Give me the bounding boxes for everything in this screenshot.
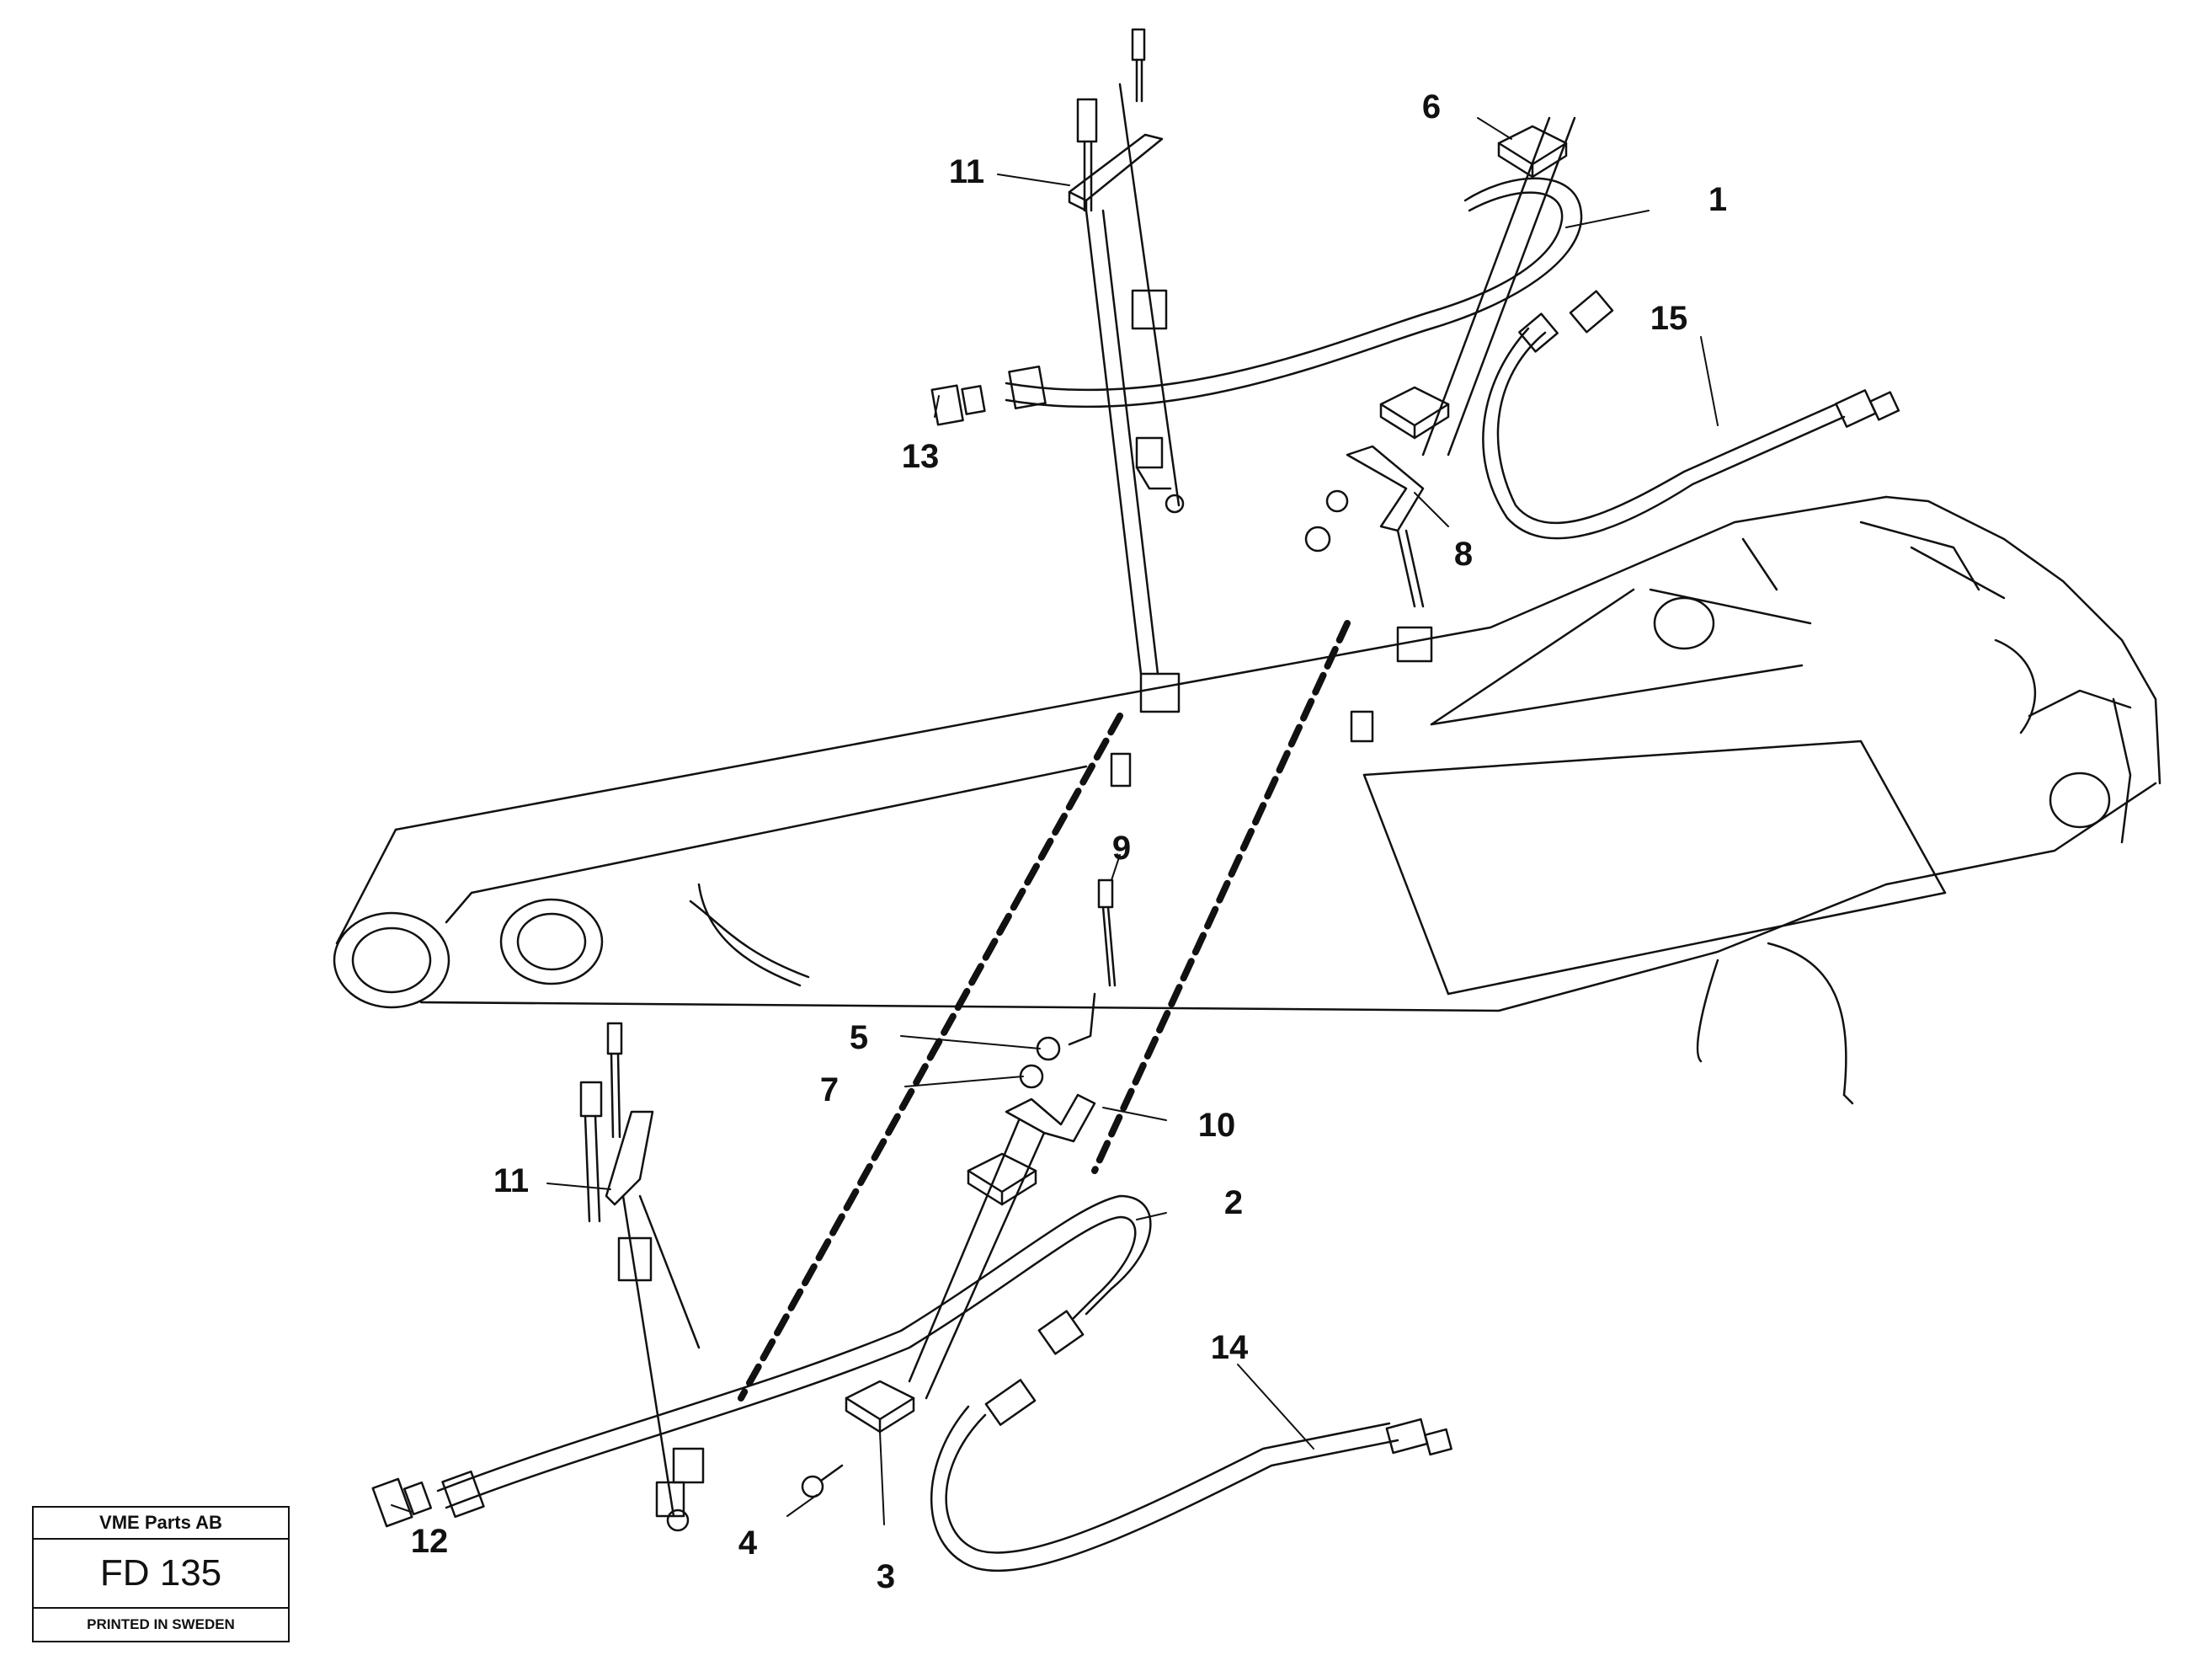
callout-5: 5	[849, 1019, 869, 1056]
callout-11-lower: 11	[493, 1162, 530, 1199]
lower-center-clamp	[801, 878, 1117, 1498]
callout-15: 15	[1650, 300, 1688, 337]
callout-10: 10	[1197, 1107, 1236, 1144]
callout-12: 12	[410, 1523, 449, 1560]
callout-6: 6	[1421, 88, 1442, 125]
title-block-code: FD 135	[34, 1540, 288, 1609]
leader-lines	[391, 117, 1719, 1525]
callout-13: 13	[901, 438, 940, 475]
hose-1	[930, 177, 1614, 426]
callout-4: 4	[738, 1524, 758, 1562]
hose-15	[1482, 312, 1900, 540]
title-block-company: VME Parts AB	[34, 1508, 288, 1540]
assembly-lines	[738, 620, 1351, 1402]
callout-2: 2	[1223, 1184, 1244, 1221]
callout-11-upper: 11	[948, 153, 985, 190]
callout-14: 14	[1210, 1329, 1249, 1366]
callout-3: 3	[876, 1558, 896, 1595]
upper-right-clamp	[1304, 116, 1576, 743]
hose-14	[930, 1379, 1452, 1573]
title-block: VME Parts AB FD 135 PRINTED IN SWEDEN	[32, 1506, 290, 1642]
callout-9: 9	[1111, 830, 1132, 867]
title-block-printed: PRINTED IN SWEDEN	[87, 1616, 235, 1632]
callout-1: 1	[1708, 181, 1728, 218]
callout-7: 7	[819, 1071, 839, 1108]
callout-8: 8	[1453, 536, 1474, 573]
lower-left-clamp	[579, 1022, 705, 1532]
upper-left-clamp	[1068, 28, 1185, 788]
hose-2	[371, 1194, 1152, 1528]
boom-arm	[333, 495, 2161, 1105]
